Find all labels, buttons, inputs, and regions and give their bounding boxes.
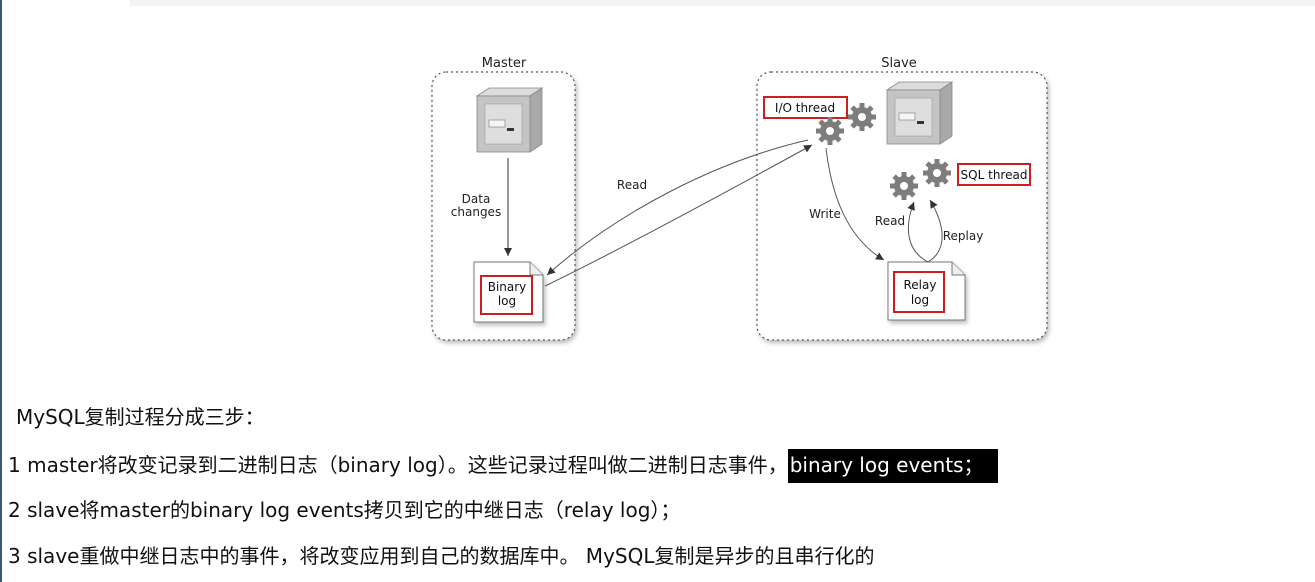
data-changes-label-2: changes [451, 205, 501, 219]
sql-thread-box [957, 163, 1031, 186]
read-request-arrow [546, 139, 809, 276]
left-border [0, 0, 2, 582]
replay-label: Replay [943, 229, 984, 243]
replication-diagram: Master Data changes Binary log Slave I/O… [431, 56, 1048, 341]
replay-arrow [927, 199, 943, 263]
write-label: Write [809, 207, 841, 221]
read-relay-arrow [907, 201, 929, 263]
master-title: Master [482, 56, 527, 71]
binary-log-label-1: Binary [488, 280, 527, 294]
data-changes-label-1: Data [462, 192, 491, 206]
relay-log-label-2: log [911, 293, 929, 307]
step-1-highlight: binary log events； [787, 449, 998, 483]
io-thread-box [763, 96, 848, 119]
relay-log-label-1: Relay [904, 278, 937, 292]
read-label-master: Read [617, 178, 647, 192]
read-response-arrow [544, 144, 813, 287]
steps-heading: MySQL复制过程分成三步： [16, 405, 265, 429]
write-arrow [825, 147, 885, 261]
sql-thread-gear-icon [890, 159, 951, 200]
slave-title: Slave [881, 56, 917, 71]
step-2: 2 slave将master的binary log events拷贝到它的中继日… [8, 498, 681, 522]
binary-log-document [473, 261, 544, 323]
io-thread-gear-icon [816, 103, 876, 145]
step-3: 3 slave重做中继日志中的事件，将改变应用到自己的数据库中。 MySQL复制… [8, 544, 875, 568]
sql-thread-label: SQL thread [961, 168, 1028, 182]
binary-log-label-2: log [498, 294, 516, 308]
step-1-text: 1 master将改变记录到二进制日志（binary log）。这些记录过程叫做… [8, 453, 788, 477]
master-server-icon [475, 87, 544, 153]
read-label-slave: Read [875, 214, 905, 228]
relay-log-document [887, 261, 966, 321]
slave-server-icon [885, 81, 954, 145]
step-1: 1 master将改变记录到二进制日志（binary log）。这些记录过程叫做… [8, 449, 998, 483]
io-thread-label: I/O thread [775, 101, 835, 115]
top-strip [130, 0, 1315, 6]
